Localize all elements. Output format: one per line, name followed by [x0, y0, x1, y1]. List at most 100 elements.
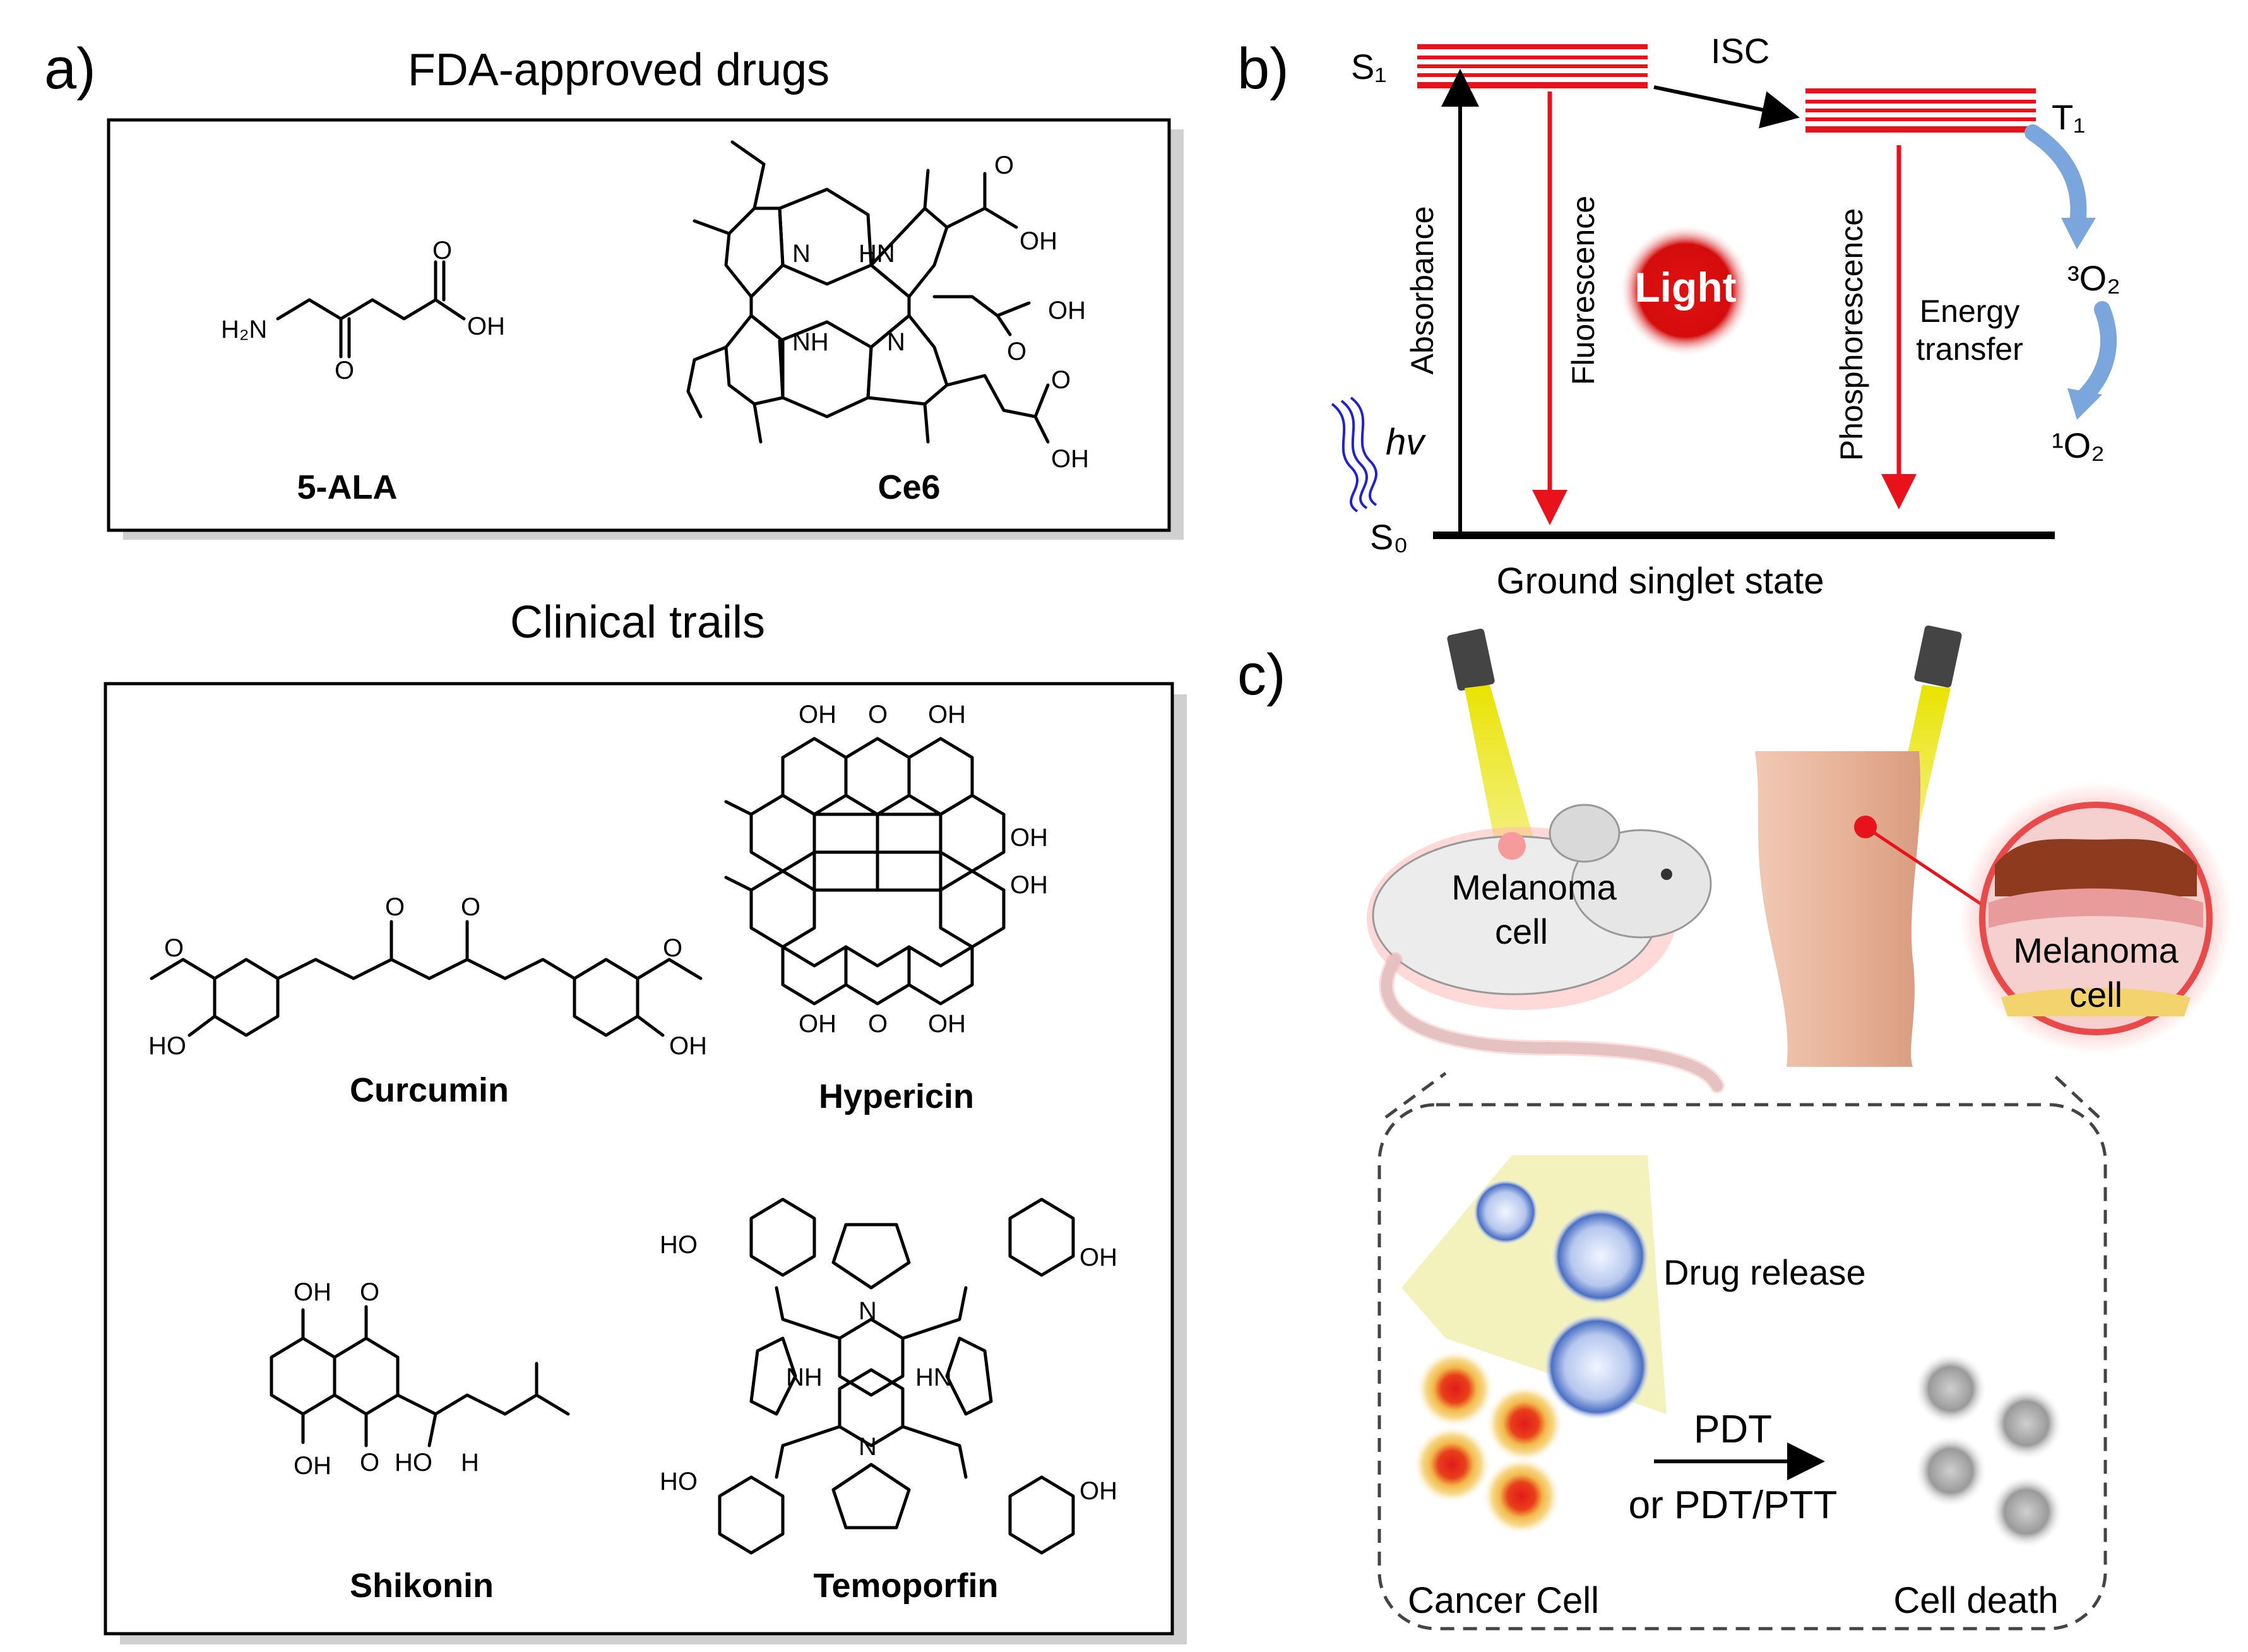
nanoparticle	[1473, 1179, 1538, 1245]
skin-melanoma-label-2: cell	[2069, 975, 2122, 1014]
panel-b-label: b)	[1237, 37, 1289, 101]
structure-shikonin: OH O OH O HO H	[270, 1278, 570, 1480]
energy-transfer-label-1: Energy	[1920, 294, 2019, 329]
ground-state-line	[1433, 532, 2055, 539]
atom-oh: OH	[294, 1278, 331, 1306]
drug-label-shikonin: Shikonin	[350, 1567, 494, 1605]
atom-nh: NH	[792, 328, 829, 356]
atom-o: O	[1007, 338, 1026, 365]
atom-o: O	[385, 893, 405, 921]
atom-hn: HN	[915, 1364, 952, 1391]
oxygen-curve-1	[2025, 124, 2087, 235]
pdt-label: PDT	[1694, 1408, 1772, 1451]
structure-hypericin: OH O OH OH OH OH O OH	[724, 701, 1048, 1038]
dead-cell	[1914, 1434, 1987, 1507]
atom-hn: HN	[859, 240, 895, 268]
s0-label: S₀	[1370, 517, 1408, 557]
light-label: Light	[1634, 264, 1736, 311]
dead-cell	[1990, 1475, 2063, 1548]
panel-a-label: a)	[44, 37, 96, 101]
atom-o: O	[164, 934, 184, 962]
s1-levels	[1417, 44, 1648, 88]
atom-o: O	[1051, 366, 1071, 394]
mouse-melanoma-label-1: Melanoma	[1451, 867, 1617, 907]
atom-o: O	[360, 1278, 379, 1306]
drug-label-hypericin: Hypericin	[819, 1078, 974, 1115]
cancer-cell	[1416, 1350, 1494, 1428]
atom-o: O	[994, 152, 1014, 179]
skin-melanoma-label-1: Melanoma	[2013, 930, 2179, 970]
dead-cell	[1914, 1352, 1987, 1425]
mouse-illustration	[1367, 804, 1725, 1093]
fda-title: FDA-approved drugs	[408, 45, 830, 95]
atom-h2n: H₂N	[221, 316, 267, 343]
t1-label: T₁	[2052, 97, 2085, 137]
zoom-connector-left	[1384, 1071, 1447, 1119]
atom-oh: OH	[294, 1452, 331, 1480]
isc-label: ISC	[1711, 31, 1769, 71]
atom-n: N	[859, 1433, 877, 1461]
atom-oh: OH	[1010, 871, 1048, 899]
isc-arrow	[1653, 85, 1800, 129]
atom-oh: OH	[1010, 824, 1048, 852]
atom-o: O	[360, 1449, 379, 1477]
zoom-connector-right	[2050, 1072, 2100, 1119]
atom-oh: OH	[669, 1032, 707, 1060]
atom-n: N	[792, 240, 811, 268]
atom-oh: OH	[1079, 1477, 1117, 1505]
structure-curcumin: O O O O HO OH	[148, 893, 707, 1060]
oxygen-curve-2-head	[2067, 388, 2102, 420]
structure-5-ala: H₂N O O OH	[221, 237, 505, 384]
drug-label-5-ala: 5-ALA	[297, 468, 398, 506]
hv-label: hv	[1386, 422, 1426, 463]
atom-oh: OH	[1079, 1244, 1117, 1271]
nanoparticle	[1543, 1313, 1651, 1420]
atom-oh: OH	[1020, 227, 1057, 255]
pdt-ptt-label: or PDT/PTT	[1629, 1483, 1838, 1527]
atom-oh: OH	[928, 701, 966, 728]
panel-a: a) FDA-approved drugs H₂N O O OH 5-ALA	[44, 37, 1187, 1644]
oxygen-curve-2	[2075, 301, 2117, 406]
light-glow	[1619, 224, 1752, 357]
drug-label-curcumin: Curcumin	[350, 1071, 509, 1109]
atom-o: O	[432, 237, 452, 264]
fluorescence-label: Fluorescence	[1566, 196, 1601, 385]
panel-b: b) S₁ T₁ ISC S₀ Ground singlet state Abs…	[1237, 31, 2120, 602]
atom-o: O	[868, 701, 888, 728]
oxygen-curve-1-head	[2061, 218, 2096, 249]
atom-n: N	[859, 1297, 877, 1325]
triplet-oxygen-label: ³O₂	[2067, 258, 2120, 298]
drug-label-ce6: Ce6	[877, 468, 940, 506]
cancer-cell	[1485, 1384, 1564, 1463]
cancer-cell	[1482, 1457, 1561, 1535]
atom-h: H	[461, 1449, 479, 1477]
hv-wave-icon	[1331, 396, 1377, 513]
atom-ho: HO	[148, 1032, 186, 1060]
atom-ho: HO	[660, 1231, 698, 1259]
atom-oh: OH	[799, 701, 836, 728]
t1-levels	[1805, 88, 2036, 133]
phosphorescence-label: Phosphorescence	[1834, 208, 1869, 461]
zoom-dashed-box	[1377, 1103, 2107, 1631]
lamp-icon	[1447, 628, 1534, 849]
cancer-cell-label: Cancer Cell	[1408, 1580, 1599, 1621]
drug-label-temoporfin: Temoporfin	[814, 1567, 999, 1605]
dead-cell	[1990, 1387, 2063, 1460]
s1-label: S₁	[1351, 47, 1386, 86]
atom-ho: HO	[660, 1468, 698, 1495]
atom-n: N	[887, 328, 905, 356]
absorbance-label: Absorbance	[1405, 206, 1440, 375]
atom-oh: OH	[467, 312, 505, 340]
atom-o: O	[335, 357, 354, 384]
leg-illustration	[1755, 751, 1990, 1067]
clinical-title: Clinical trails	[510, 597, 765, 648]
skin-zoom-circle	[1960, 783, 2232, 1054]
ground-state-label: Ground singlet state	[1496, 561, 1824, 602]
panel-c-label: c)	[1237, 643, 1286, 707]
atom-oh: OH	[1051, 445, 1089, 473]
cell-death-label: Cell death	[1893, 1580, 2058, 1621]
atom-oh: OH	[928, 1010, 966, 1038]
structure-ce6: N HN NH N O OH O OH O OH	[686, 140, 1089, 473]
atom-o: O	[868, 1010, 888, 1038]
